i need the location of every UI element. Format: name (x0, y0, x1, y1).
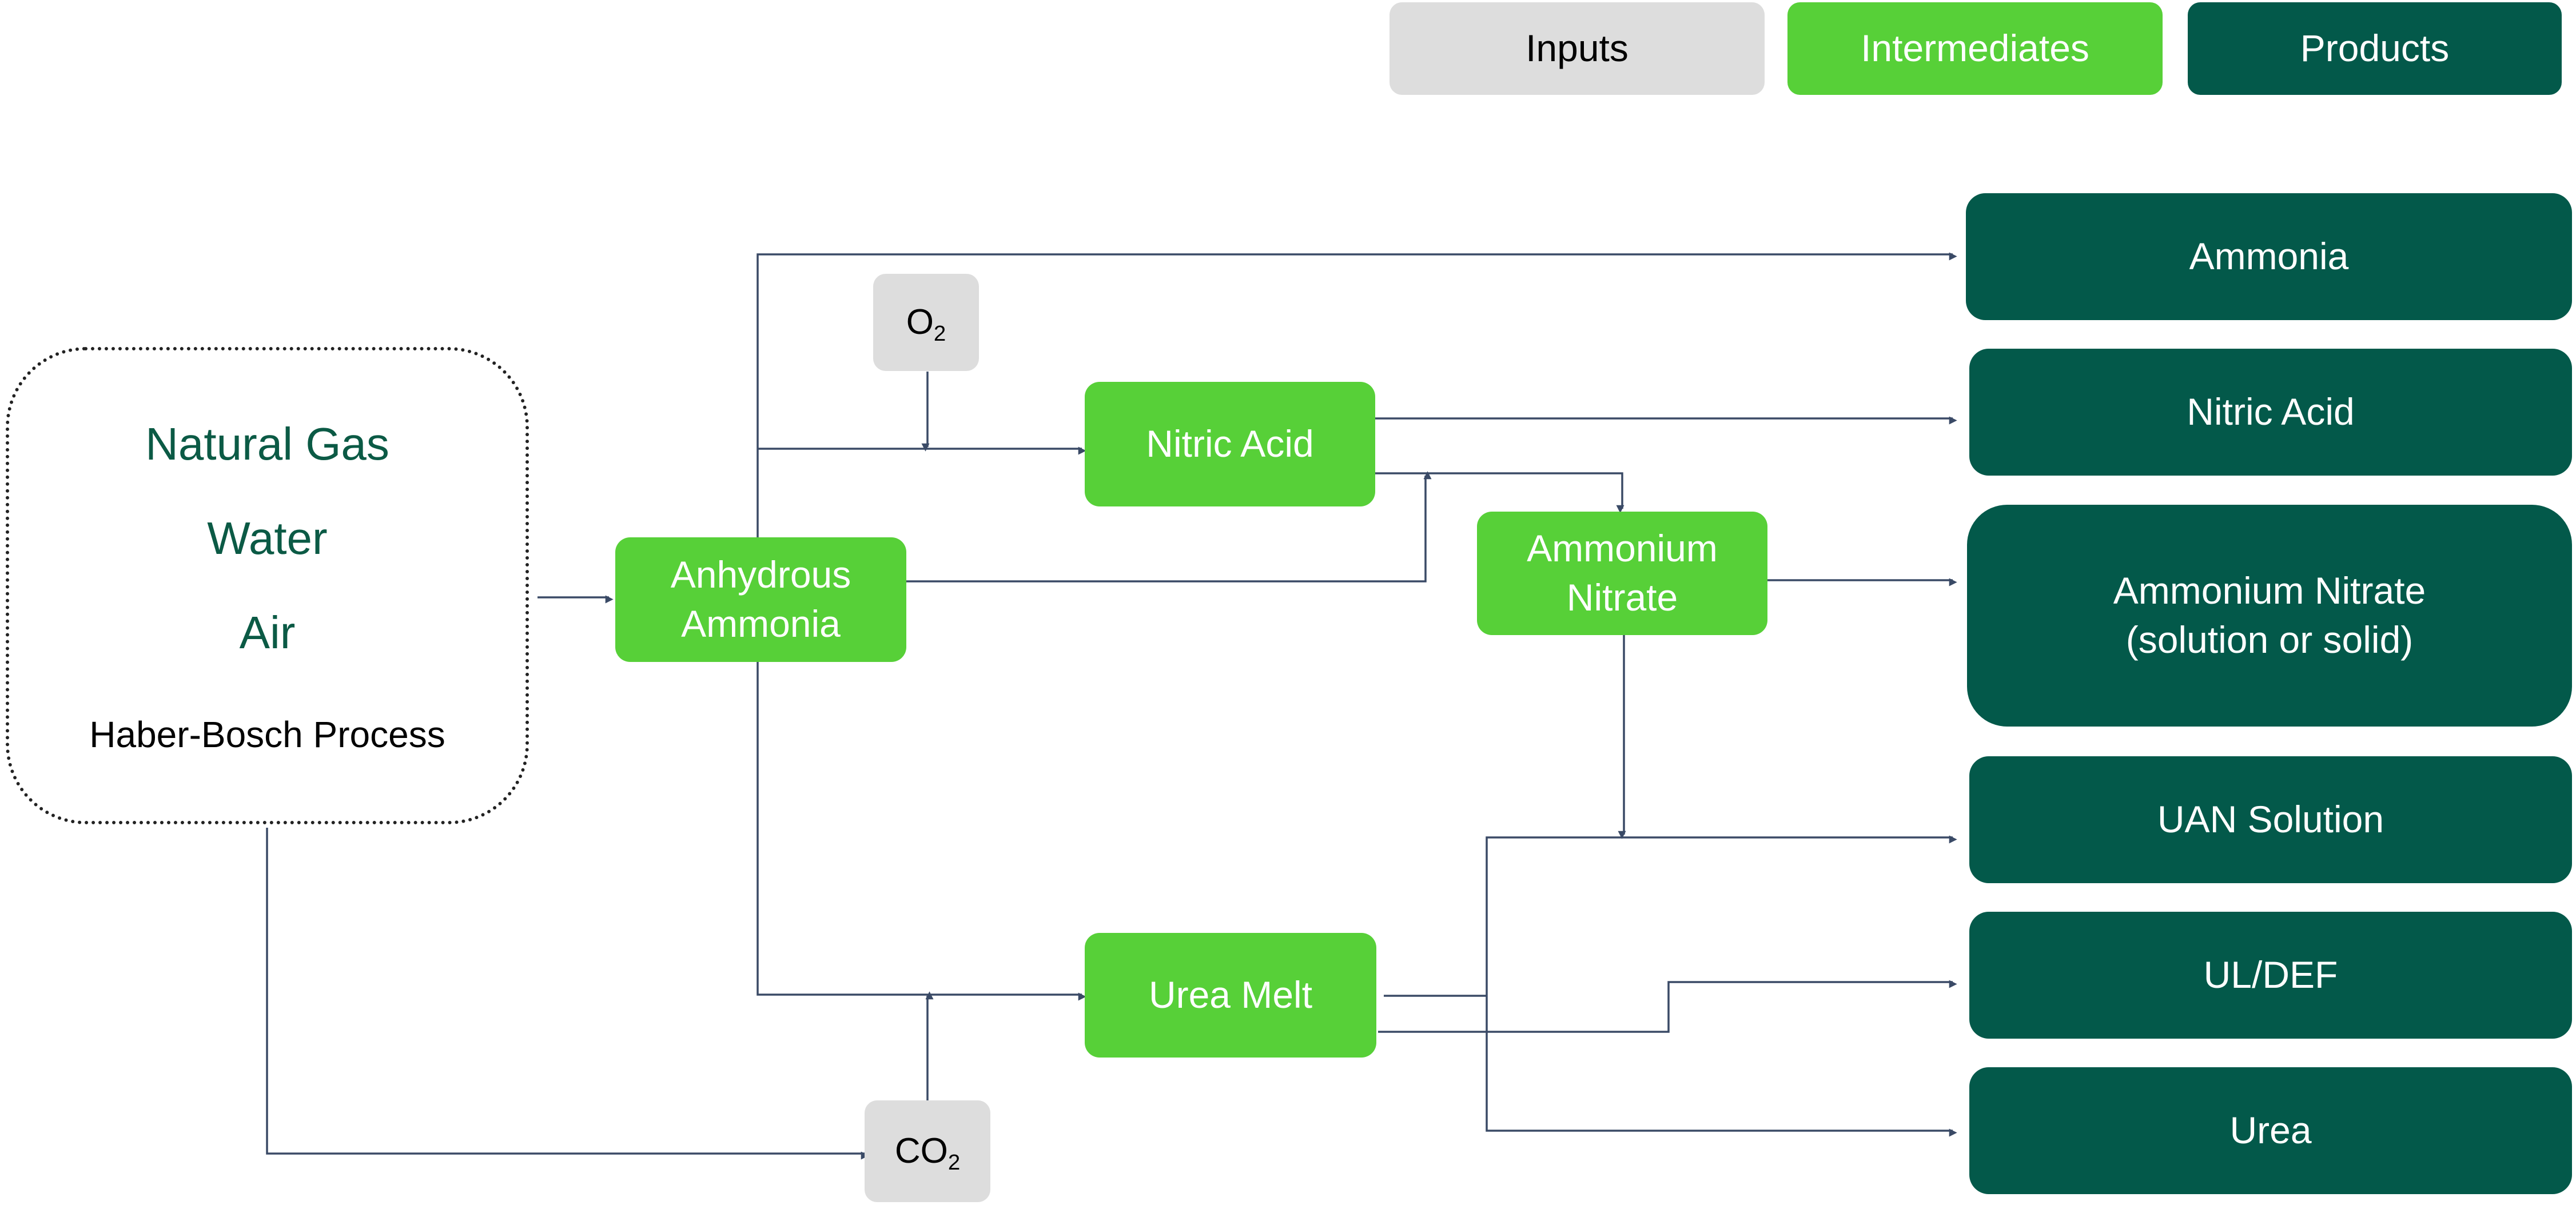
input-co2: CO2 (865, 1100, 990, 1202)
source-air: Air (239, 607, 296, 658)
product-ul-def-label: UL/DEF (2203, 953, 2338, 996)
intermediate-an-line2: Nitrate (1566, 576, 1678, 619)
source-water: Water (207, 513, 328, 564)
arrow-anhydrous-to-urea (757, 662, 1086, 1001)
arrow-source-to-co2 (266, 828, 869, 1160)
product-ammonium-nitrate: Ammonium Nitrate (solution or solid) (1967, 505, 2572, 727)
intermediate-urea-melt-label: Urea Melt (1148, 973, 1313, 1016)
product-ammonia-label: Ammonia (2189, 235, 2349, 278)
source-natural-gas: Natural Gas (145, 418, 389, 469)
intermediate-urea-melt: Urea Melt (1085, 933, 1376, 1058)
legend-inputs: Inputs (1389, 2, 1765, 95)
input-o2-label: O2 (906, 302, 946, 346)
legend-intermediates-label: Intermediates (1861, 27, 2089, 70)
arrow-anhydrous-to-ammonia (757, 252, 1957, 537)
product-uan-solution-label: UAN Solution (2157, 798, 2384, 841)
legend-products: Products (2188, 2, 2562, 95)
intermediate-anhydrous-line2: Ammonia (681, 602, 841, 645)
product-ul-def: UL/DEF (1969, 912, 2572, 1039)
intermediate-nitric-acid-label: Nitric Acid (1146, 422, 1314, 465)
product-urea-label: Urea (2229, 1109, 2312, 1152)
input-co2-label: CO2 (894, 1131, 961, 1175)
legend-products-label: Products (2300, 27, 2450, 70)
arrow-anhydrous-to-an-feed (906, 471, 1432, 582)
arrow-nitric-to-an (1375, 472, 1625, 513)
legend-inputs-label: Inputs (1526, 27, 1629, 70)
product-an-line1: Ammonium Nitrate (2113, 569, 2426, 612)
intermediate-anhydrous-ammonia: Anhydrous Ammonia (615, 537, 906, 662)
product-an-line2: (solution or solid) (2125, 619, 2414, 661)
product-ammonia: Ammonia (1966, 193, 2572, 320)
product-nitric-acid: Nitric Acid (1969, 349, 2572, 476)
legend-intermediates: Intermediates (1787, 2, 2163, 95)
arrow-urea-to-urea (1486, 996, 1957, 1137)
source-inputs-group: Natural Gas Water Air Haber-Bosch Proces… (6, 347, 529, 824)
intermediate-nitric-acid: Nitric Acid (1085, 382, 1375, 506)
intermediate-anhydrous-line1: Anhydrous (670, 553, 851, 596)
product-uan-solution: UAN Solution (1969, 756, 2572, 883)
input-o2: O2 (873, 274, 979, 371)
source-process: Haber-Bosch Process (89, 714, 445, 755)
product-nitric-acid-label: Nitric Acid (2187, 390, 2355, 433)
product-urea: Urea (1969, 1067, 2572, 1194)
arrow-urea-to-uldef (1378, 980, 1957, 1033)
arrow-urea-to-uan (1486, 835, 1957, 996)
intermediate-an-line1: Ammonium (1527, 527, 1718, 570)
intermediate-ammonium-nitrate: Ammonium Nitrate (1477, 512, 1767, 635)
